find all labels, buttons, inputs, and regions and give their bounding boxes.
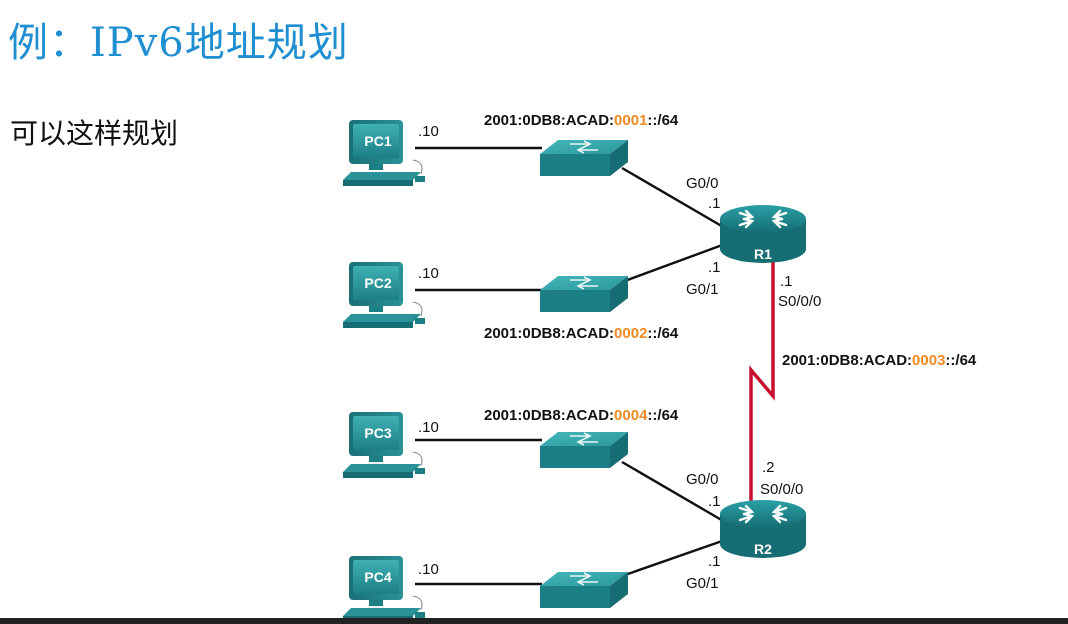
pc1-label: PC1 — [364, 133, 391, 149]
router-r2-label: R2 — [754, 541, 772, 557]
bottom-bar — [0, 618, 1068, 624]
r2-g00-label: G0/0 — [686, 471, 719, 488]
r1-s000-label: S0/0/0 — [778, 293, 821, 310]
network-label-2: 2001:0DB8:ACAD:0002::/64 — [484, 325, 679, 342]
r1-s000-address: .1 — [780, 273, 793, 290]
r1-g00-label: G0/0 — [686, 175, 719, 192]
r1-g01-label: G0/1 — [686, 281, 719, 298]
r1-g01-address: .1 — [708, 259, 721, 276]
pc2-icon — [342, 261, 426, 329]
page-subtitle: 可以这样规划 — [10, 117, 179, 150]
pc3-label: PC3 — [364, 425, 391, 441]
link-sw2-r1 — [621, 242, 726, 284]
switch4-icon — [539, 571, 629, 609]
network-label-1: 2001:0DB8:ACAD:0001::/64 — [484, 112, 679, 129]
pc2-address: .10 — [418, 265, 439, 282]
page-title: 例：IPv6地址规划 — [8, 20, 349, 66]
r1-g00-address: .1 — [708, 195, 721, 212]
pc4-address: .10 — [418, 561, 439, 578]
link-sw4-r2 — [621, 538, 726, 578]
pc3-icon — [342, 411, 426, 479]
r2-s000-label: S0/0/0 — [760, 481, 803, 498]
pc1-address: .10 — [418, 123, 439, 140]
switch2-icon — [539, 275, 629, 313]
network-label-4: 2001:0DB8:ACAD:0004::/64 — [484, 407, 679, 424]
r2-g01-label: G0/1 — [686, 575, 719, 592]
pc1-icon — [342, 119, 426, 187]
network-label-3: 2001:0DB8:ACAD:0003::/64 — [782, 352, 977, 369]
r2-g00-address: .1 — [708, 493, 721, 510]
switch1-icon — [539, 139, 629, 177]
serial-link-r1-r2 — [749, 262, 775, 508]
link-sw3-r2 — [621, 460, 726, 524]
pc4-icon — [342, 555, 426, 623]
pc4-label: PC4 — [364, 569, 391, 585]
pc2-label: PC2 — [364, 275, 391, 291]
r2-s000-address: .2 — [762, 459, 775, 476]
router-r1-label: R1 — [754, 246, 772, 262]
switch3-icon — [539, 431, 629, 469]
link-sw1-r1 — [621, 166, 726, 230]
pc3-address: .10 — [418, 419, 439, 436]
r2-g01-address: .1 — [708, 553, 721, 570]
